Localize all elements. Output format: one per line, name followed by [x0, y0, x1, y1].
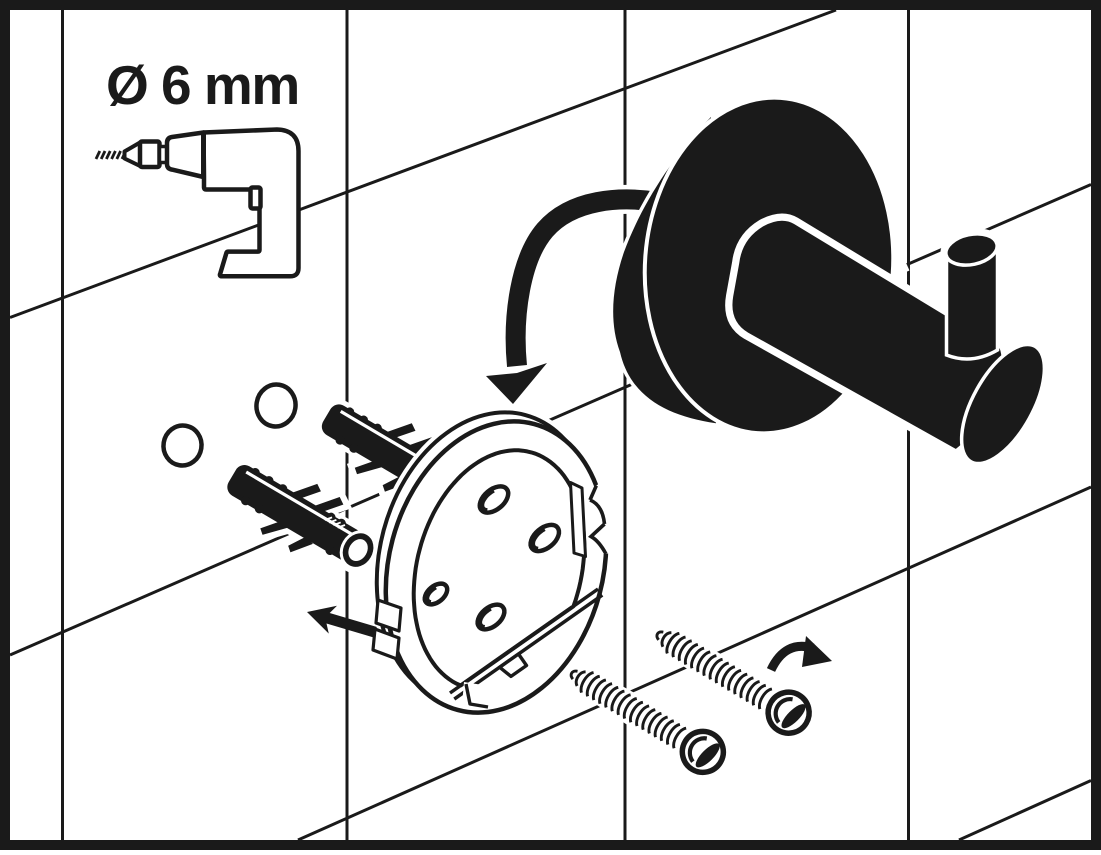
svg-text:Ø 6 mm: Ø 6 mm — [106, 54, 299, 116]
